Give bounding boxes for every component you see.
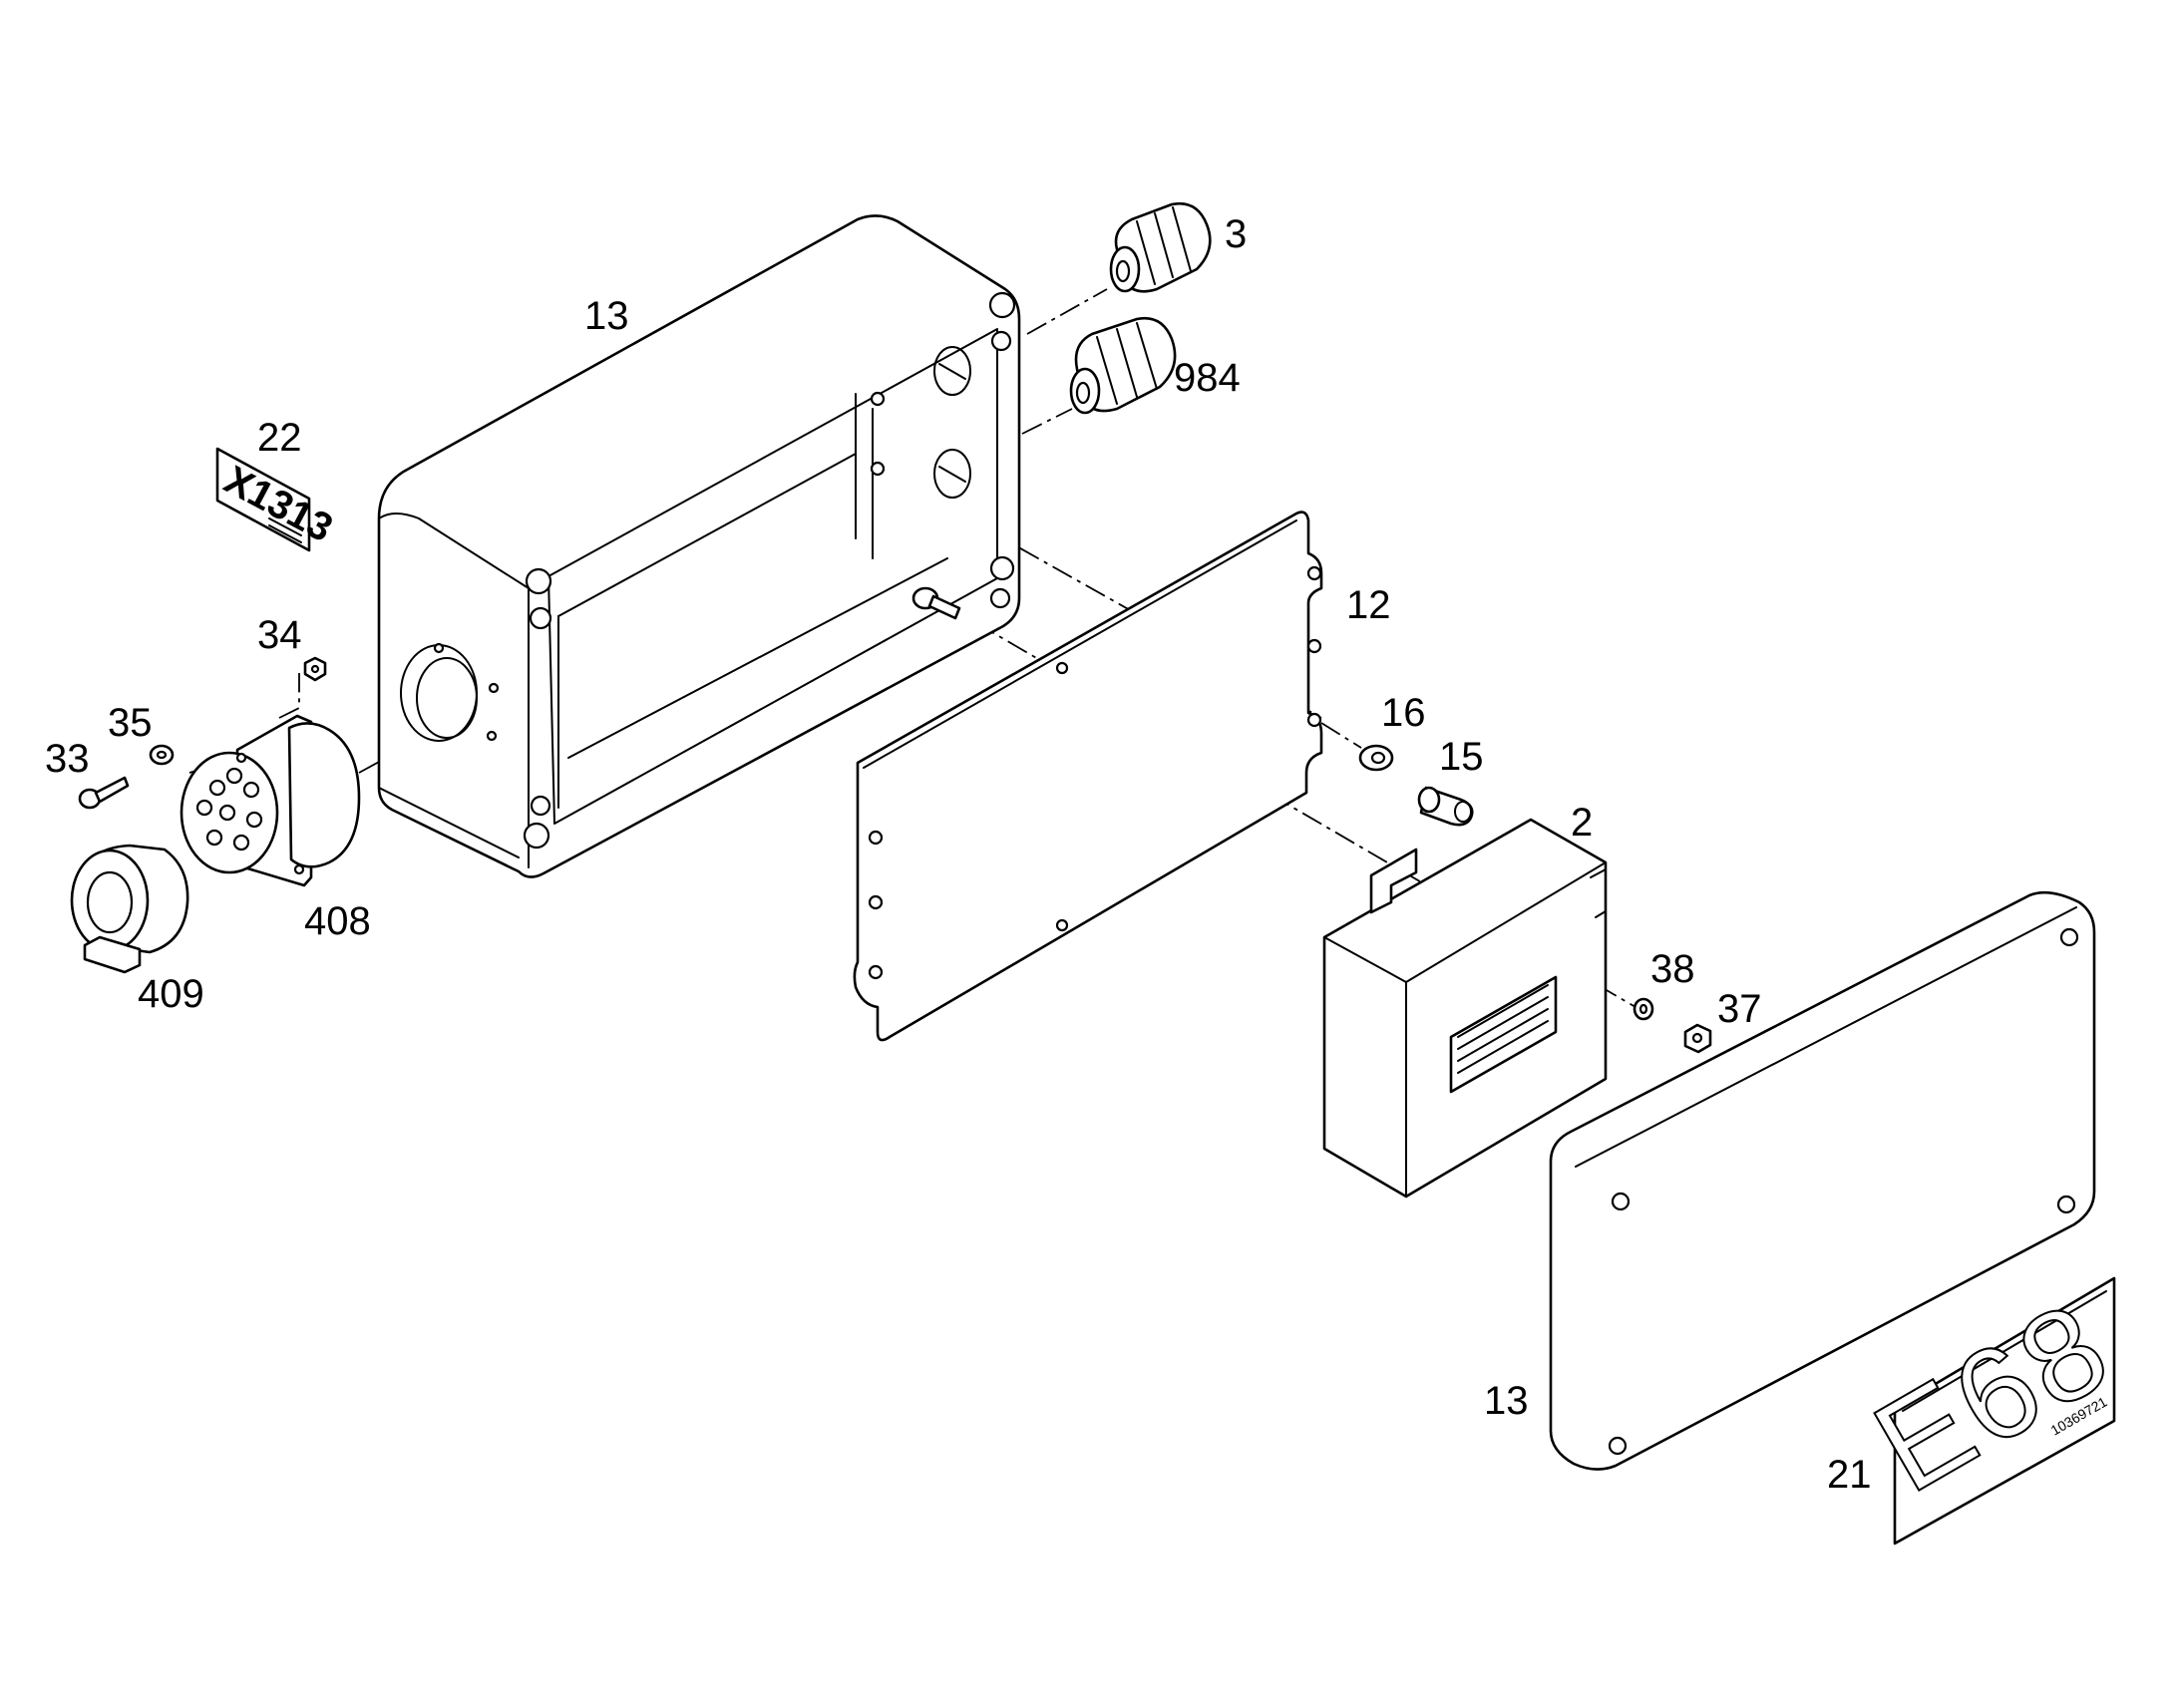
housing-box (377, 214, 1021, 878)
nut-34 (303, 656, 327, 682)
housing-cover (1549, 890, 2096, 1471)
callout-35: 35 (108, 701, 153, 745)
callout-37: 37 (1717, 987, 1762, 1031)
mounting-plate (853, 511, 1323, 1042)
callout-labels: 3 984 13 22 34 35 33 408 409 12 16 15 2 … (45, 212, 1872, 1497)
screw-33 (78, 776, 130, 810)
label-plate-21: E68 10369721 (1850, 1271, 2135, 1545)
callout-2: 2 (1571, 801, 1593, 845)
callout-12: 12 (1346, 583, 1391, 627)
callout-3: 3 (1225, 212, 1247, 256)
nut-37 (1683, 1023, 1712, 1054)
label-22-text: X1313 (217, 458, 340, 550)
callout-13-cover: 13 (1484, 1379, 1529, 1423)
washer-16 (1358, 744, 1394, 772)
callout-38: 38 (1650, 947, 1695, 991)
cable-gland-3 (1109, 201, 1212, 293)
electronic-module (1322, 818, 1608, 1198)
callout-13-box: 13 (584, 294, 629, 338)
callout-33: 33 (45, 737, 90, 781)
callout-984: 984 (1174, 356, 1241, 400)
callout-34: 34 (257, 613, 302, 657)
screw-inner (911, 586, 961, 620)
cable-gland-984 (1069, 316, 1177, 415)
callout-16: 16 (1381, 691, 1426, 735)
screw-15 (1417, 786, 1474, 827)
callout-22: 22 (257, 416, 302, 460)
washer-38 (1633, 997, 1654, 1021)
callout-21: 21 (1827, 1453, 1872, 1497)
label-plate-22: X1313 (215, 447, 340, 552)
callout-408: 408 (304, 899, 371, 943)
protective-cap-409 (70, 844, 189, 974)
washer-35 (149, 744, 175, 766)
callout-409: 409 (138, 972, 204, 1016)
connector-408 (180, 714, 361, 887)
callout-15: 15 (1439, 735, 1484, 779)
